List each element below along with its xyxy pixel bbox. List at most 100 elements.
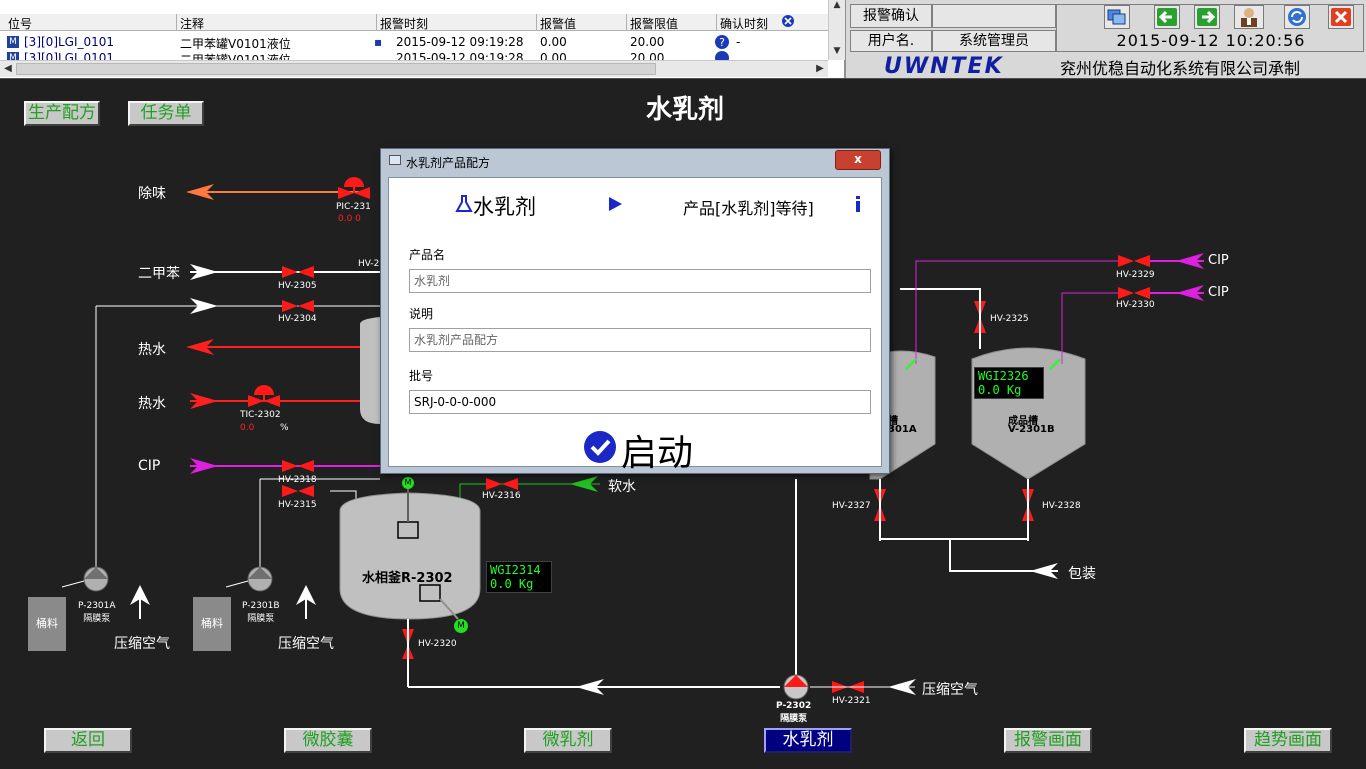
col-tag[interactable]: 位号 <box>8 17 33 31</box>
description-label: 说明 <box>409 307 434 321</box>
compressed-air-label: 压缩空气 <box>922 682 978 698</box>
alarm-row[interactable]: M [3][0]LGI_0101 二甲苯罐V0101液位 ▪ 2015-09-1… <box>0 34 828 53</box>
screen-icon[interactable] <box>1104 5 1130 29</box>
microemulsion-button[interactable]: 微乳剂 <box>524 728 612 753</box>
refresh-icon[interactable] <box>1284 5 1310 29</box>
cip-label: CIP <box>1208 253 1229 268</box>
valve-tag: HV-2325 <box>990 314 1029 324</box>
valve-tag: HV-2318 <box>278 475 317 485</box>
deodor-label: 除味 <box>138 186 166 202</box>
datetime-display: 2015-09-12 10:20:56 <box>1116 31 1306 50</box>
start-label: 启动 <box>621 433 694 474</box>
play-icon[interactable] <box>607 196 623 216</box>
batch-number-field[interactable]: SRJ-0-0-0-000 <box>409 390 871 414</box>
alarm-confirm-button[interactable]: 报警确认 <box>850 4 932 28</box>
reactor-label: 水相釜R-2302 <box>362 571 453 586</box>
col-limit[interactable]: 报警限值 <box>630 17 679 31</box>
scroll-right-icon[interactable]: ▶ <box>816 63 824 74</box>
valve-tag: HV-2330 <box>1116 300 1155 310</box>
scroll-up-icon[interactable]: ▲ <box>833 0 841 10</box>
compressed-air-label: 压缩空气 <box>278 636 334 652</box>
description-field[interactable]: 水乳剂产品配方 <box>409 328 871 352</box>
valve-tag: HV-2304 <box>278 314 317 324</box>
back-button[interactable]: 返回 <box>44 728 132 753</box>
raw-material-drum[interactable]: 桶料 <box>193 597 231 651</box>
info-icon[interactable] <box>855 196 861 212</box>
alarm-time: 2015-09-12 09:19:28 <box>396 35 524 49</box>
alarm-comment: 二甲苯罐V0101液位 <box>180 37 291 51</box>
alarm-tag: [3][0]LGI_0101 <box>24 51 115 60</box>
col-value[interactable]: 报警值 <box>540 17 577 31</box>
ack-question-icon[interactable] <box>714 50 730 60</box>
alarm-value: 0.00 <box>540 51 567 60</box>
microcapsule-button[interactable]: 微胶囊 <box>284 728 372 753</box>
ack-all-icon[interactable] <box>780 14 796 31</box>
production-recipe-button[interactable]: 生产配方 <box>24 101 100 126</box>
task-list-button[interactable]: 任务单 <box>128 101 204 126</box>
emulsion-button[interactable]: 水乳剂 <box>764 728 852 753</box>
valve-tag: HV-2320 <box>418 639 457 649</box>
alarm-limit: 20.00 <box>630 35 665 49</box>
pump-graphics <box>61 566 316 619</box>
alarm-tag: [3][0]LGI_0101 <box>24 35 115 49</box>
xylene-label: 二甲苯 <box>138 266 180 282</box>
scroll-left-icon[interactable]: ◀ <box>4 63 12 74</box>
col-ack[interactable]: 确认时刻 <box>720 17 769 31</box>
user-label: 用户名. <box>850 30 932 52</box>
soft-water-line <box>459 476 600 504</box>
ack-question-icon[interactable]: ? <box>714 34 730 53</box>
col-time[interactable]: 报警时刻 <box>380 17 429 31</box>
company-name: 兖州优稳自动化系统有限公司承制 <box>1060 59 1301 78</box>
check-icon <box>584 431 616 463</box>
forward-arrow-icon[interactable] <box>1194 5 1220 29</box>
product-title: 水乳剂 <box>473 195 536 219</box>
deodor-line <box>186 184 360 200</box>
valve-group <box>248 187 1150 693</box>
xylene-line <box>95 264 380 569</box>
valve-tag: HV-2316 <box>482 491 521 501</box>
close-icon[interactable] <box>1328 5 1354 29</box>
valve-tag: HV-2315 <box>278 500 317 510</box>
soft-water-label: 软水 <box>608 479 636 495</box>
close-button[interactable]: x <box>835 150 881 170</box>
agitator-motor-icon[interactable]: M <box>402 477 414 489</box>
valve-tag: HV-2327 <box>832 501 871 511</box>
valve-tag: HV-2305 <box>278 281 317 291</box>
alarm-marker-icon: M <box>7 36 19 48</box>
horizontal-scrollbar[interactable]: ◀ ▶ <box>0 60 828 77</box>
product-name-field[interactable]: 水乳剂 <box>409 269 871 293</box>
cip-label: CIP <box>138 458 161 474</box>
raw-material-drum[interactable]: 桶料 <box>28 597 66 651</box>
company-logo: UWNTEK <box>884 54 1004 79</box>
back-arrow-icon[interactable] <box>1154 5 1180 29</box>
alarm-row[interactable]: M [3][0]LGI_0101 二甲苯罐V0101液位 2015-09-12 … <box>0 50 828 60</box>
svg-text:?: ? <box>719 36 725 49</box>
batch-label: 批号 <box>409 369 434 383</box>
user-icon[interactable] <box>1234 5 1264 29</box>
alarm-screen-button[interactable]: 报警画面 <box>1004 728 1092 753</box>
motor-icon[interactable]: M <box>454 619 468 633</box>
system-panel: 报警确认 用户名. 系统管理员 2015-09-12 10:20:56 UWNT… <box>846 0 1366 79</box>
control-valve-actuators <box>254 177 364 401</box>
compressed-air-label: 压缩空气 <box>114 636 170 652</box>
col-comment[interactable]: 注释 <box>180 17 205 31</box>
pic-value: 0.0 0 <box>338 214 361 224</box>
alarm-marker-icon: M <box>7 52 19 60</box>
reactor-r2302 <box>339 484 481 620</box>
tank-name: 槽 <box>888 416 898 427</box>
scroll-down-icon[interactable]: ▼ <box>833 46 841 56</box>
tic-tag: TIC-2302 <box>240 410 281 420</box>
valve-tag: HV-2321 <box>832 696 871 706</box>
product-status: 产品[水乳剂]等待] <box>683 199 814 218</box>
vertical-scrollbar[interactable]: ▲ ▼ <box>828 0 845 60</box>
scroll-thumb[interactable] <box>16 63 656 75</box>
alarm-limit: 20.00 <box>630 51 665 60</box>
cip-label: CIP <box>1208 285 1229 300</box>
pic-tag: PIC-231 <box>336 202 371 212</box>
trend-screen-button[interactable]: 趋势画面 <box>1244 728 1332 753</box>
hot-water-label-2: 热水 <box>138 396 166 412</box>
hot-water-lines <box>186 339 380 409</box>
